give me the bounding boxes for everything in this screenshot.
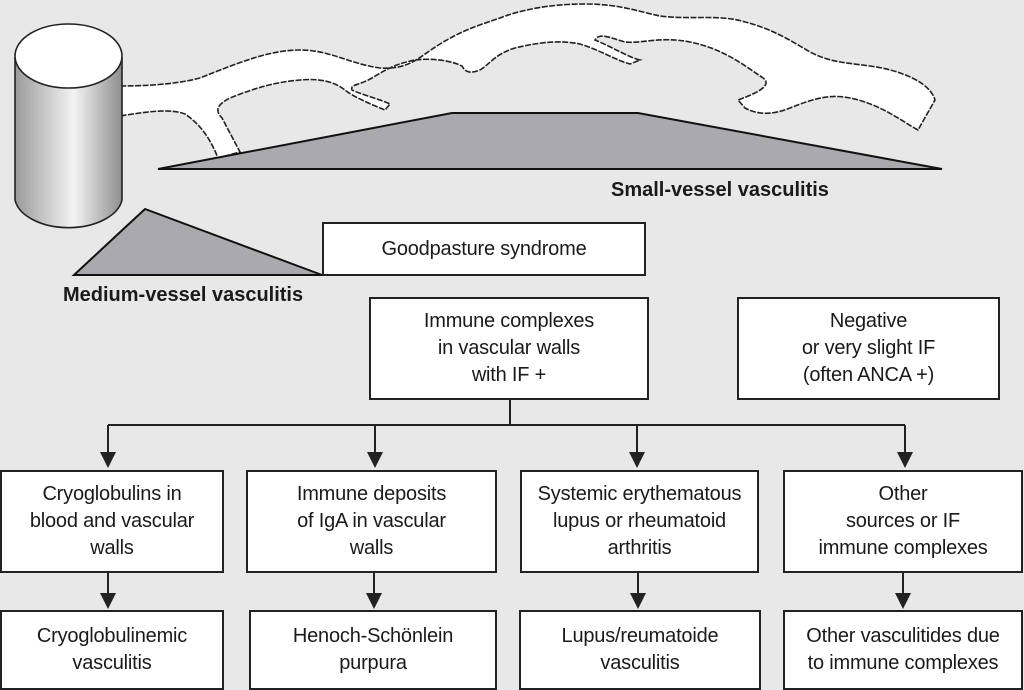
cause-box-cryoglobulins: Cryoglobulins in blood and vascular wall… (0, 470, 224, 573)
small-vessel-label: Small-vessel vasculitis (611, 179, 829, 201)
arrow-down-icon (367, 452, 383, 468)
arrow-down-icon (100, 452, 116, 468)
immune-complexes-box: Immune complexes in vascular walls with … (369, 297, 649, 400)
goodpasture-box: Goodpasture syndrome (322, 222, 646, 276)
cause-box-lupus: Systemic erythematous lupus or rheumatoi… (520, 470, 759, 573)
arrow-down-icon (100, 593, 116, 609)
connectors (100, 399, 913, 609)
small-vessel-trapezoid (157, 112, 943, 170)
cause-box-iga: Immune deposits of IgA in vascular walls (246, 470, 497, 573)
arrow-down-icon (630, 593, 646, 609)
arrows-row2 (100, 572, 911, 609)
arrow-down-icon (895, 593, 911, 609)
arrow-down-icon (629, 452, 645, 468)
result-box-cryoglobulinemic: Cryoglobulinemic vasculitis (0, 610, 224, 690)
medium-vessel-triangle (71, 207, 323, 276)
large-vessel-cylinder (14, 23, 123, 229)
negative-if-box: Negative or very slight IF (often ANCA +… (737, 297, 1000, 400)
medium-vessel-label: Medium-vessel vasculitis (63, 284, 304, 306)
result-box-lupus-vasculitis: Lupus/reumatoide vasculitis (519, 610, 761, 690)
arrow-down-icon (366, 593, 382, 609)
arrows-row1 (100, 425, 913, 468)
cause-box-other: Other sources or IF immune complexes (783, 470, 1023, 573)
result-box-other-vasculitides: Other vasculitides due to immune complex… (783, 610, 1023, 690)
arrow-down-icon (897, 452, 913, 468)
small-vessel-branches (119, 3, 936, 159)
result-box-henoch-schonlein: Henoch-Schönlein purpura (249, 610, 497, 690)
